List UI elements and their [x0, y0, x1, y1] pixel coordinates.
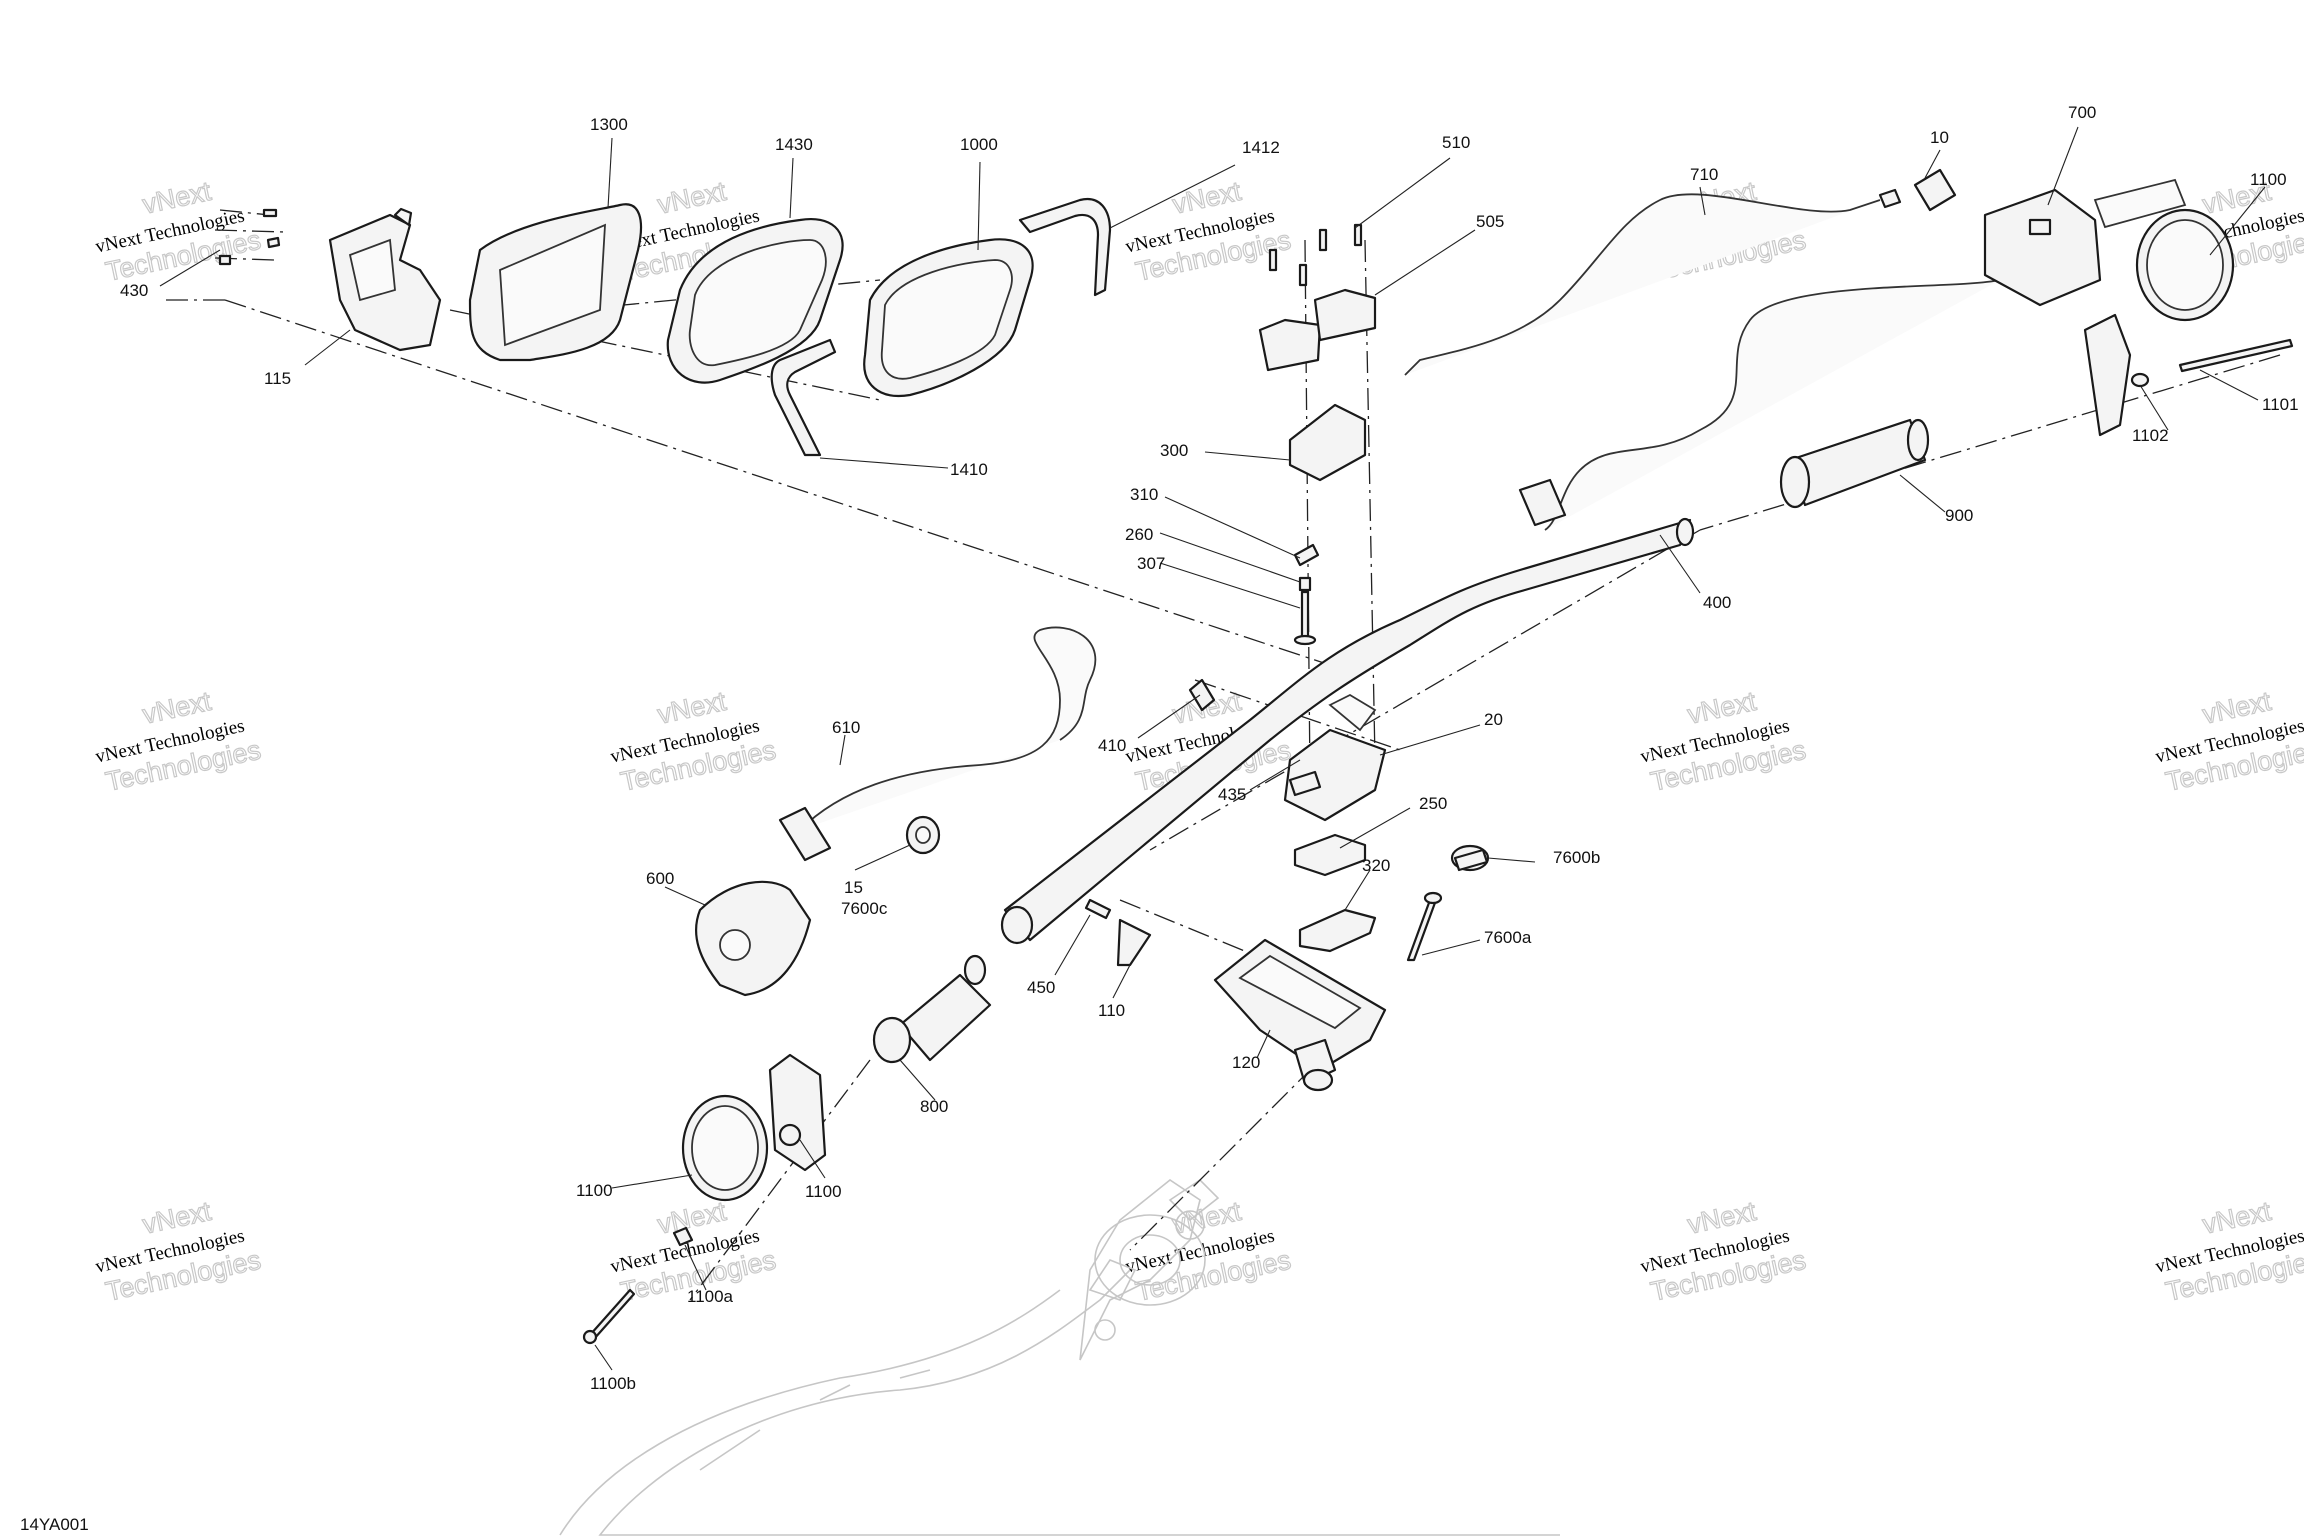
- callout-label: 1100b: [590, 1374, 636, 1393]
- callout-label: 900: [1945, 506, 1973, 525]
- callout-label: 510: [1442, 133, 1470, 152]
- connector-15: [905, 815, 941, 855]
- callout-label: 800: [920, 1097, 948, 1116]
- callout-label: 7600a: [1484, 928, 1532, 947]
- callout-label: 307: [1137, 554, 1165, 573]
- spring-260: [1298, 576, 1312, 592]
- trim-1412: [1018, 197, 1112, 297]
- bracket-115: [328, 207, 442, 352]
- cap-10: [1913, 168, 1957, 212]
- display-1300: [468, 203, 642, 362]
- callout-label: 7600c: [841, 899, 888, 918]
- callout-label: 20: [1484, 710, 1503, 729]
- housing-1000: [863, 238, 1034, 398]
- callout-label: 700: [2068, 103, 2096, 122]
- base-120: [1213, 938, 1387, 1092]
- callout-label: 310: [1130, 485, 1158, 504]
- mirror-1100-right: [2083, 208, 2235, 437]
- callout-label: 505: [1476, 212, 1504, 231]
- bolt-307: [1293, 590, 1317, 646]
- callout-label: 320: [1362, 856, 1390, 875]
- callout-label: 120: [1232, 1053, 1260, 1072]
- callout-label: 10: [1930, 128, 1949, 147]
- bracket-250: [1293, 833, 1367, 877]
- bezel-1430: [666, 217, 844, 384]
- bracket-320: [1298, 908, 1377, 953]
- clamp-base-20: [1283, 693, 1387, 822]
- cap-300: [1288, 403, 1367, 482]
- callout-label: 430: [120, 281, 148, 300]
- switch-600: [695, 880, 812, 997]
- clamp-caps-505: [1258, 223, 1377, 372]
- callout-label: 1100: [2250, 170, 2287, 189]
- callout-label: 610: [832, 718, 860, 737]
- callout-label: 450: [1027, 978, 1055, 997]
- nut-1100a: [672, 1226, 694, 1247]
- callout-label: 7600b: [1553, 848, 1600, 867]
- bolt-1101: [2178, 338, 2294, 373]
- callout-labels: 1300 1430 1000 1412 510 505 710 10 700 1…: [120, 103, 2299, 1393]
- pin-310: [1293, 543, 1320, 567]
- ghost-handlebar-assembly: [559, 1178, 1560, 1536]
- callout-label: 400: [1703, 593, 1731, 612]
- callout-label: 1000: [960, 135, 998, 154]
- screws-430: [218, 208, 281, 266]
- callout-label: 1100: [576, 1181, 613, 1200]
- callout-label: 710: [1690, 165, 1718, 184]
- callout-label: 410: [1098, 736, 1126, 755]
- bolt-7600a: [1406, 891, 1443, 962]
- callout-label: 1300: [590, 115, 628, 134]
- callout-label: 260: [1125, 525, 1153, 544]
- leader-lines: [159, 126, 2266, 1371]
- callout-label: 600: [646, 869, 674, 888]
- callout-label: 1412: [1242, 138, 1280, 157]
- grip-900: [1779, 418, 1930, 509]
- clip-410: [1188, 678, 1216, 712]
- mirror-1100-left: [681, 1053, 827, 1202]
- harness-710: [1404, 188, 2001, 531]
- callout-label: 15: [844, 878, 863, 897]
- switch-700: [1983, 178, 2187, 307]
- callout-label: 250: [1419, 794, 1447, 813]
- drawing-id: 14YA001: [20, 1515, 89, 1534]
- callout-label: 1100a: [687, 1287, 734, 1306]
- knob-7600b: [1450, 844, 1490, 872]
- callout-label: 110: [1098, 1001, 1125, 1020]
- callout-label: 1102: [2132, 426, 2169, 445]
- callout-label: 435: [1218, 785, 1246, 804]
- callout-label: 115: [264, 369, 291, 388]
- callout-label: 1430: [775, 135, 813, 154]
- callout-label: 1100: [805, 1182, 842, 1201]
- washer-1102: [2130, 372, 2150, 388]
- callout-label: 300: [1160, 441, 1188, 460]
- harness-610: [778, 626, 1097, 862]
- handlebar-400: [1000, 517, 1695, 945]
- callout-label: 1101: [2262, 395, 2299, 414]
- trim-1410: [770, 338, 837, 457]
- grip-800: [872, 954, 992, 1064]
- bolt-1100b: [582, 1288, 636, 1345]
- pin-450-110: [1084, 898, 1152, 967]
- callout-label: 1410: [950, 460, 988, 479]
